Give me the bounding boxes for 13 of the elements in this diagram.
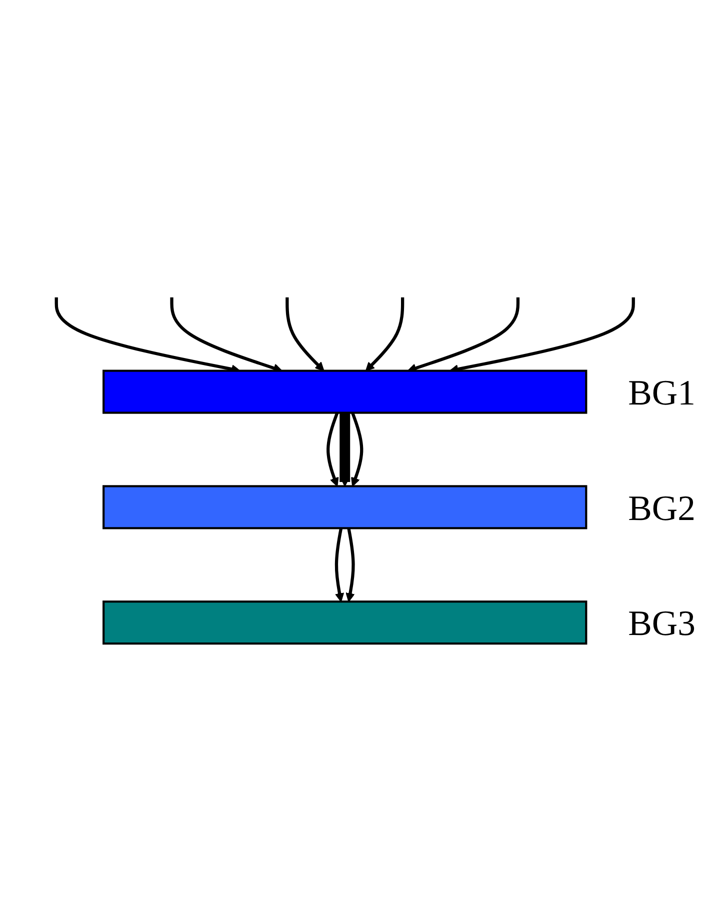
arrow [285,297,324,372]
arrow [339,412,350,487]
arrow [345,528,354,602]
bar-label: BG3 [628,603,695,644]
bar-box [102,370,587,414]
arrow [326,412,338,487]
bar-label: BG1 [628,372,695,412]
arrow [350,412,363,487]
arrow [364,297,404,372]
bar-label: BG2 [628,488,695,528]
bar-box [102,600,587,645]
bar-box [102,485,587,530]
arrow [334,528,344,602]
